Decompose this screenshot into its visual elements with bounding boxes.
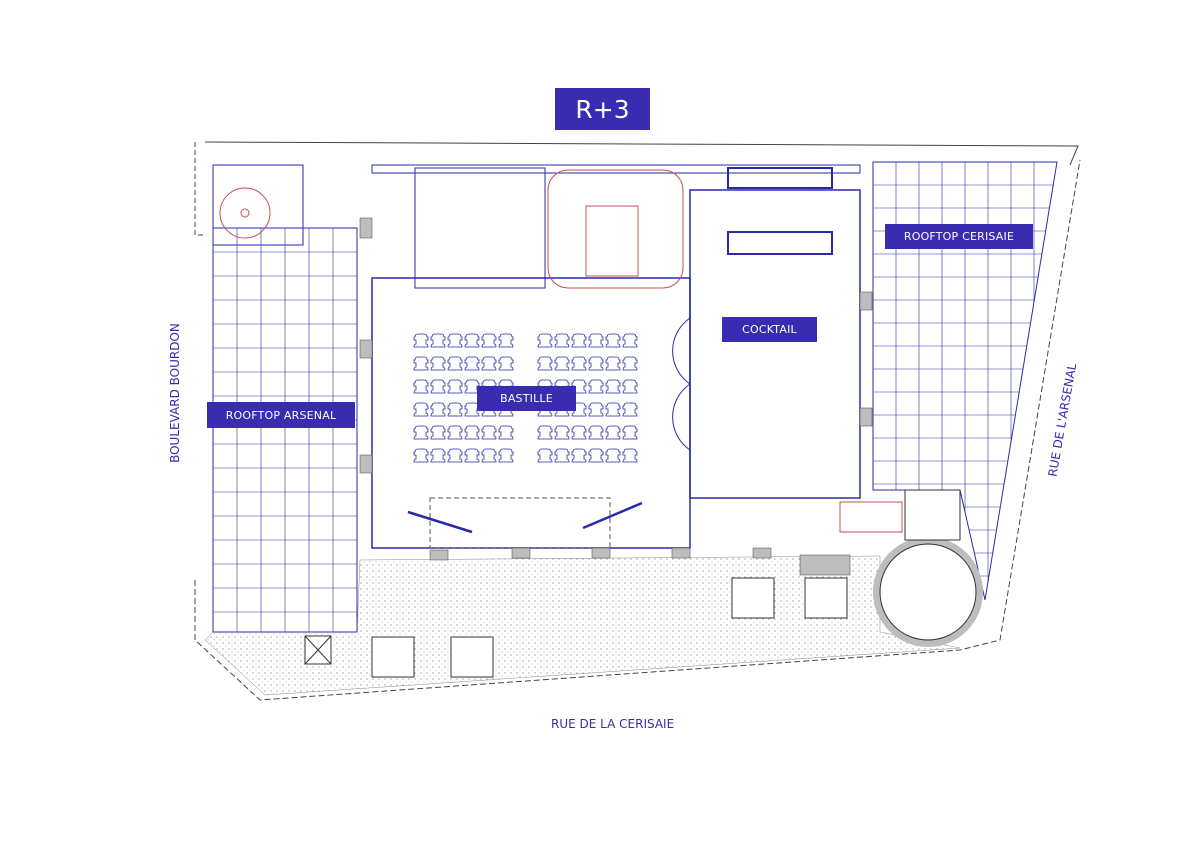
chair	[588, 402, 604, 417]
chair	[430, 448, 446, 463]
room-label-rooftop-arsenal: ROOFTOP ARSENAL	[207, 402, 355, 428]
chair	[430, 425, 446, 440]
terrace	[204, 555, 961, 696]
chair	[447, 379, 463, 394]
chair	[447, 356, 463, 371]
chair	[622, 333, 638, 348]
chair	[554, 448, 570, 463]
chair	[447, 448, 463, 463]
bar-counter	[727, 167, 833, 189]
chair	[413, 425, 429, 440]
spiral-stair-core	[240, 208, 250, 218]
chair	[447, 425, 463, 440]
chair	[554, 356, 570, 371]
chair	[464, 356, 480, 371]
stage-area	[429, 497, 611, 549]
chair	[588, 356, 604, 371]
double-door	[672, 317, 691, 451]
chair	[447, 402, 463, 417]
chair	[498, 425, 514, 440]
spiral-stair	[219, 187, 271, 239]
bar-counter	[727, 231, 833, 255]
chair	[413, 333, 429, 348]
restrooms	[414, 167, 546, 289]
chair	[413, 448, 429, 463]
chair	[605, 356, 621, 371]
vent-cross	[304, 635, 332, 665]
chair	[430, 356, 446, 371]
chair	[498, 333, 514, 348]
chair	[413, 379, 429, 394]
chair	[464, 333, 480, 348]
columns	[359, 217, 873, 576]
chair	[588, 333, 604, 348]
chair	[605, 425, 621, 440]
floor-level-title: R+3	[555, 88, 650, 130]
elevator	[585, 205, 639, 277]
room-label-bastille: BASTILLE	[477, 386, 576, 411]
chair	[447, 333, 463, 348]
chair	[430, 333, 446, 348]
chair	[537, 425, 553, 440]
room-label-cocktail: COCKTAIL	[722, 317, 817, 342]
chair	[571, 425, 587, 440]
chair	[481, 356, 497, 371]
chair	[481, 425, 497, 440]
chair	[605, 448, 621, 463]
chair	[554, 333, 570, 348]
chair	[588, 425, 604, 440]
chair	[537, 333, 553, 348]
chair	[464, 448, 480, 463]
stair-landing	[212, 164, 304, 246]
chair	[464, 402, 480, 417]
chair	[588, 379, 604, 394]
bastille-room	[371, 277, 691, 549]
screen	[407, 510, 473, 534]
chair	[622, 356, 638, 371]
rooftop-arsenal-deck	[212, 227, 358, 633]
street-label-west: BOULEVARD BOURDON	[167, 323, 182, 463]
stair-core	[547, 169, 684, 289]
chair	[605, 379, 621, 394]
chair	[413, 402, 429, 417]
chairs	[413, 333, 638, 463]
chair	[498, 448, 514, 463]
property-line	[194, 159, 1081, 701]
chair	[605, 402, 621, 417]
street-label-south: RUE DE LA CERISAIE	[551, 717, 675, 731]
round-tower-inner	[879, 543, 977, 641]
chair	[571, 333, 587, 348]
chair	[571, 448, 587, 463]
chair	[464, 425, 480, 440]
chair	[413, 356, 429, 371]
chair	[498, 356, 514, 371]
chair	[622, 425, 638, 440]
deck-border	[872, 161, 1058, 601]
north-wall	[371, 164, 861, 174]
room-label-rooftop-cerisaie: ROOFTOP CERISAIE	[885, 224, 1033, 249]
chair	[622, 379, 638, 394]
building-outline	[204, 141, 1079, 166]
stair-east	[839, 501, 903, 533]
chair	[605, 333, 621, 348]
cocktail-room	[689, 189, 861, 499]
tower-wall	[904, 489, 961, 541]
chair	[430, 379, 446, 394]
property-line	[194, 142, 205, 236]
chair	[588, 448, 604, 463]
chair	[537, 356, 553, 371]
screen	[582, 501, 643, 530]
chair	[622, 402, 638, 417]
chair	[571, 356, 587, 371]
chair	[537, 448, 553, 463]
chair	[481, 448, 497, 463]
chair	[481, 333, 497, 348]
chair	[622, 448, 638, 463]
chair	[554, 425, 570, 440]
chair	[430, 402, 446, 417]
